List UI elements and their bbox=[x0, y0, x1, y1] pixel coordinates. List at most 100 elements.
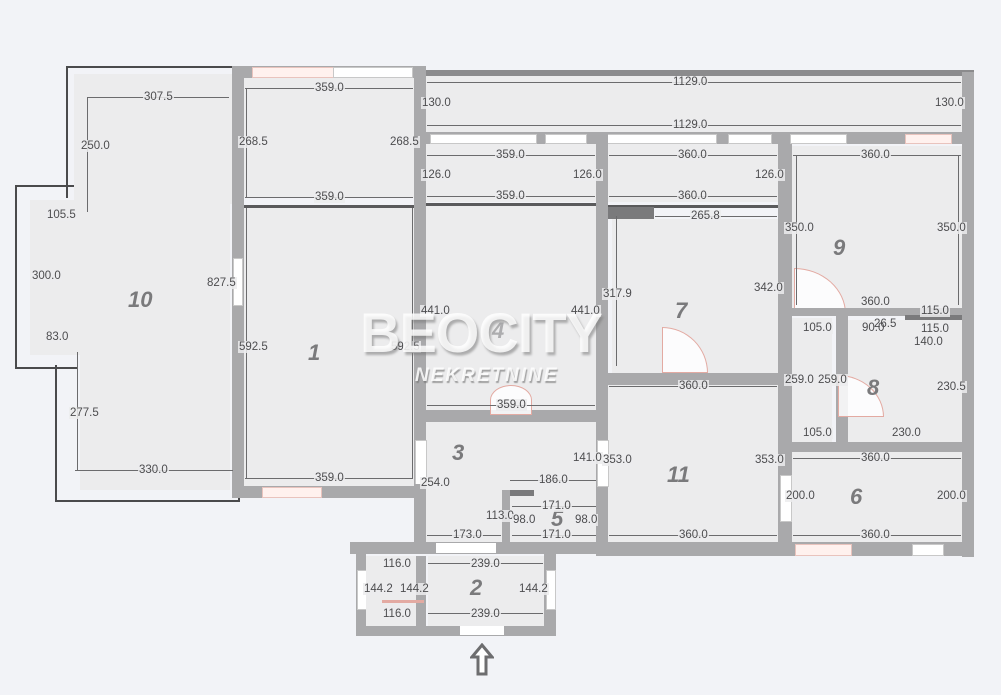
dim-label: 1129.0 bbox=[672, 76, 709, 88]
dim-label: 307.5 bbox=[143, 91, 174, 103]
wall-terrace-right bbox=[962, 72, 974, 557]
dim-label: 173.0 bbox=[452, 529, 483, 541]
dim-label: 300.0 bbox=[31, 270, 62, 282]
wall-2-bottom bbox=[356, 626, 556, 636]
dim-label: 116.0 bbox=[382, 558, 412, 570]
room-1 bbox=[244, 208, 414, 486]
dim-label: 353.0 bbox=[754, 454, 785, 466]
dim-label: 317.9 bbox=[602, 288, 633, 300]
room-label-7: 7 bbox=[675, 298, 688, 323]
dim-label: 360.0 bbox=[678, 380, 709, 392]
window-terrace-5 bbox=[790, 134, 847, 144]
dim-label: 250.0 bbox=[80, 140, 111, 152]
wc-fixture bbox=[382, 600, 424, 603]
wall-stub-7 bbox=[608, 207, 654, 219]
room-4 bbox=[426, 206, 596, 412]
dim-label: 141.0 bbox=[572, 452, 603, 464]
room-label-6: 6 bbox=[850, 484, 863, 509]
dim-label: 441.0 bbox=[570, 305, 601, 317]
room-label-4: 4 bbox=[492, 318, 505, 343]
dim-label: 90.0 bbox=[861, 322, 886, 334]
dim-label: 171.0 bbox=[541, 500, 572, 512]
window-bottom-1 bbox=[262, 487, 322, 498]
dim-label: 126.0 bbox=[572, 169, 603, 181]
dim-label: 239.0 bbox=[470, 608, 501, 620]
wall-8-6 bbox=[780, 442, 974, 452]
dim-label: 360.0 bbox=[677, 190, 708, 202]
dim-label: 113.0 bbox=[485, 510, 515, 522]
watermark-brand: BEOCITY bbox=[360, 301, 603, 364]
room-label-11: 11 bbox=[667, 462, 690, 487]
room-label-10: 10 bbox=[128, 287, 153, 312]
window-bottom-6 bbox=[795, 544, 852, 556]
room-label-9: 9 bbox=[833, 235, 846, 260]
dim-label: 359.0 bbox=[314, 472, 345, 484]
entrance-arrow-icon bbox=[470, 643, 494, 676]
window-bottom-6b bbox=[912, 544, 944, 556]
opening-3-2 bbox=[436, 543, 496, 553]
room-11 bbox=[608, 385, 778, 542]
dim-label: 360.0 bbox=[860, 149, 891, 161]
dim-label: 359.0 bbox=[495, 149, 526, 161]
dim-label: 140.0 bbox=[913, 336, 944, 348]
room-label-2: 2 bbox=[470, 575, 483, 600]
dim-label: 350.0 bbox=[784, 222, 815, 234]
dim-label: 230.5 bbox=[936, 381, 967, 393]
wall-wc bbox=[905, 315, 962, 323]
dim-label: 360.0 bbox=[860, 529, 891, 541]
dim-label: 350.0 bbox=[936, 222, 967, 234]
dim-label: 1129.0 bbox=[672, 119, 709, 131]
dim-label: 359.0 bbox=[314, 82, 345, 94]
room-10-outline-mid bbox=[15, 185, 77, 369]
room-label-3: 3 bbox=[452, 440, 465, 465]
watermark-sub: NEKRETNINE bbox=[415, 365, 559, 386]
dim-label: 126.0 bbox=[421, 169, 452, 181]
dim-label: 105.0 bbox=[802, 427, 833, 439]
dim-label: 268.5 bbox=[389, 136, 420, 148]
balcony-4-divider bbox=[426, 203, 596, 206]
dim-label: 360.0 bbox=[678, 529, 709, 541]
dim-label: 268.5 bbox=[238, 136, 269, 148]
dim-label: 592.5 bbox=[390, 341, 421, 353]
dim-label: 254.0 bbox=[420, 477, 451, 489]
wall-3-5 bbox=[502, 490, 534, 496]
dim-label: 359.0 bbox=[496, 399, 527, 411]
wall-9-8 bbox=[792, 308, 962, 316]
wall-7-9 bbox=[778, 144, 792, 556]
dim-label: 115.0 bbox=[920, 305, 950, 317]
dim-label: 230.0 bbox=[891, 427, 922, 439]
dim-label: 26.5 bbox=[874, 318, 897, 330]
dim-label: 827.5 bbox=[206, 277, 237, 289]
wall-left-3 bbox=[414, 484, 426, 544]
dim-label: 259.0 bbox=[784, 374, 815, 386]
dim-label: 360.0 bbox=[860, 296, 891, 308]
wall-7-11 bbox=[596, 373, 792, 385]
room-label-1: 1 bbox=[308, 340, 321, 365]
dim-label: 116.0 bbox=[382, 608, 412, 620]
dim-label: 98.0 bbox=[574, 514, 599, 526]
dim-line bbox=[87, 97, 88, 212]
entrance-door[interactable] bbox=[460, 626, 504, 635]
balcony-divider bbox=[244, 205, 414, 208]
window-terrace-4 bbox=[728, 134, 772, 144]
window-terrace-3 bbox=[605, 134, 717, 144]
dim-label: 359.0 bbox=[495, 190, 526, 202]
dim-label: 277.5 bbox=[69, 407, 100, 419]
dim-label: 130.0 bbox=[421, 97, 452, 109]
room-label-5: 5 bbox=[551, 506, 564, 531]
balcony-room-1 bbox=[244, 78, 414, 198]
dim-label: 144.2 bbox=[399, 583, 430, 595]
dim-label: 130.0 bbox=[934, 97, 965, 109]
dim-label: 144.2 bbox=[518, 583, 549, 595]
dim-label: 200.0 bbox=[785, 490, 816, 502]
dim-label: 126.0 bbox=[754, 169, 785, 181]
window-terrace-2 bbox=[545, 134, 587, 144]
wall-1-4 bbox=[414, 66, 426, 496]
wall-terrace-top bbox=[426, 70, 974, 76]
dim-label: 171.0 bbox=[541, 529, 572, 541]
dim-label: 342.0 bbox=[753, 282, 784, 294]
dim-label: 360.0 bbox=[677, 149, 708, 161]
dim-label: 592.5 bbox=[238, 341, 269, 353]
dim-label: 441.0 bbox=[420, 305, 451, 317]
